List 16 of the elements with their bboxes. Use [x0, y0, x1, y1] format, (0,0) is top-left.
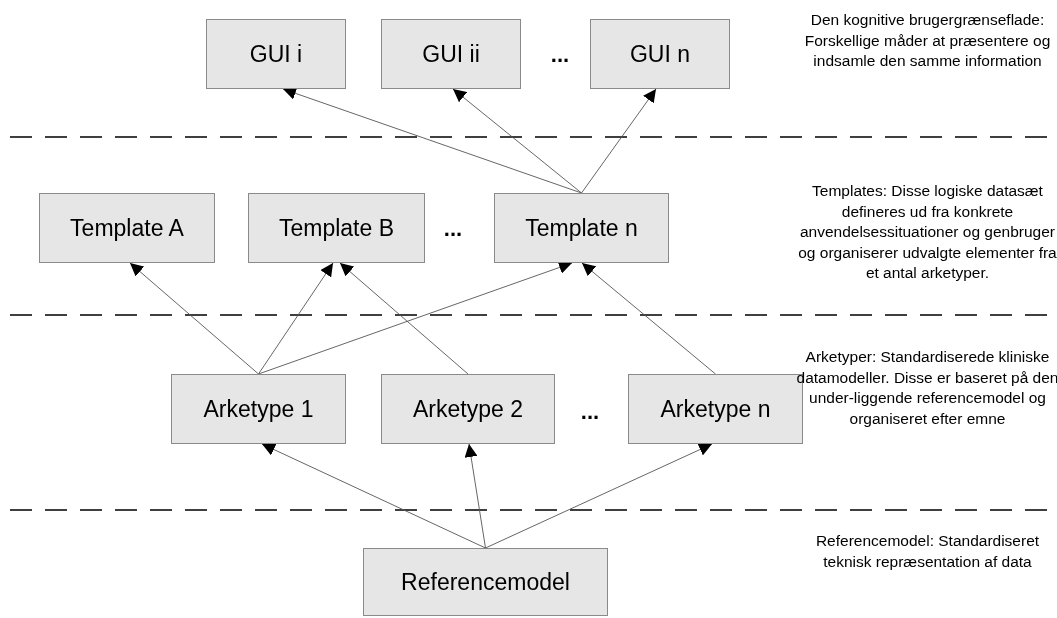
process-box: GUI i: [206, 19, 346, 89]
ellipsis: ...: [442, 216, 464, 242]
process-box: Template n: [494, 193, 669, 263]
layer-description: Arketyper: Standardiserede kliniske datamodeller. Disse er baseret på den under-liggende referencemodel og organiseret efter emne: [795, 347, 1057, 429]
process-box: GUI ii: [381, 19, 521, 89]
process-box: Referencemodel: [363, 548, 608, 616]
ellipsis: ...: [579, 399, 601, 425]
ellipsis: ...: [549, 42, 571, 68]
layer-description: Templates: Disse logiske datasæt defineres ud fra konkrete anvendelsessituationer og genbruger og organiserer udvalgte elementer fra et antal arketyper.: [797, 181, 1057, 283]
layer-description: Referencemodel: Standardiseret teknisk repræsentation af data: [814, 531, 1041, 572]
process-box: Arketype 1: [171, 374, 346, 444]
process-box: GUI n: [590, 19, 730, 89]
process-box: Arketype 2: [381, 374, 555, 444]
process-box: Template A: [39, 193, 215, 263]
layer-description: Den kognitive brugergrænseflade: Forskellige måder at præsentere og indsamle den samme information: [803, 10, 1052, 71]
process-box: Template B: [248, 193, 425, 263]
